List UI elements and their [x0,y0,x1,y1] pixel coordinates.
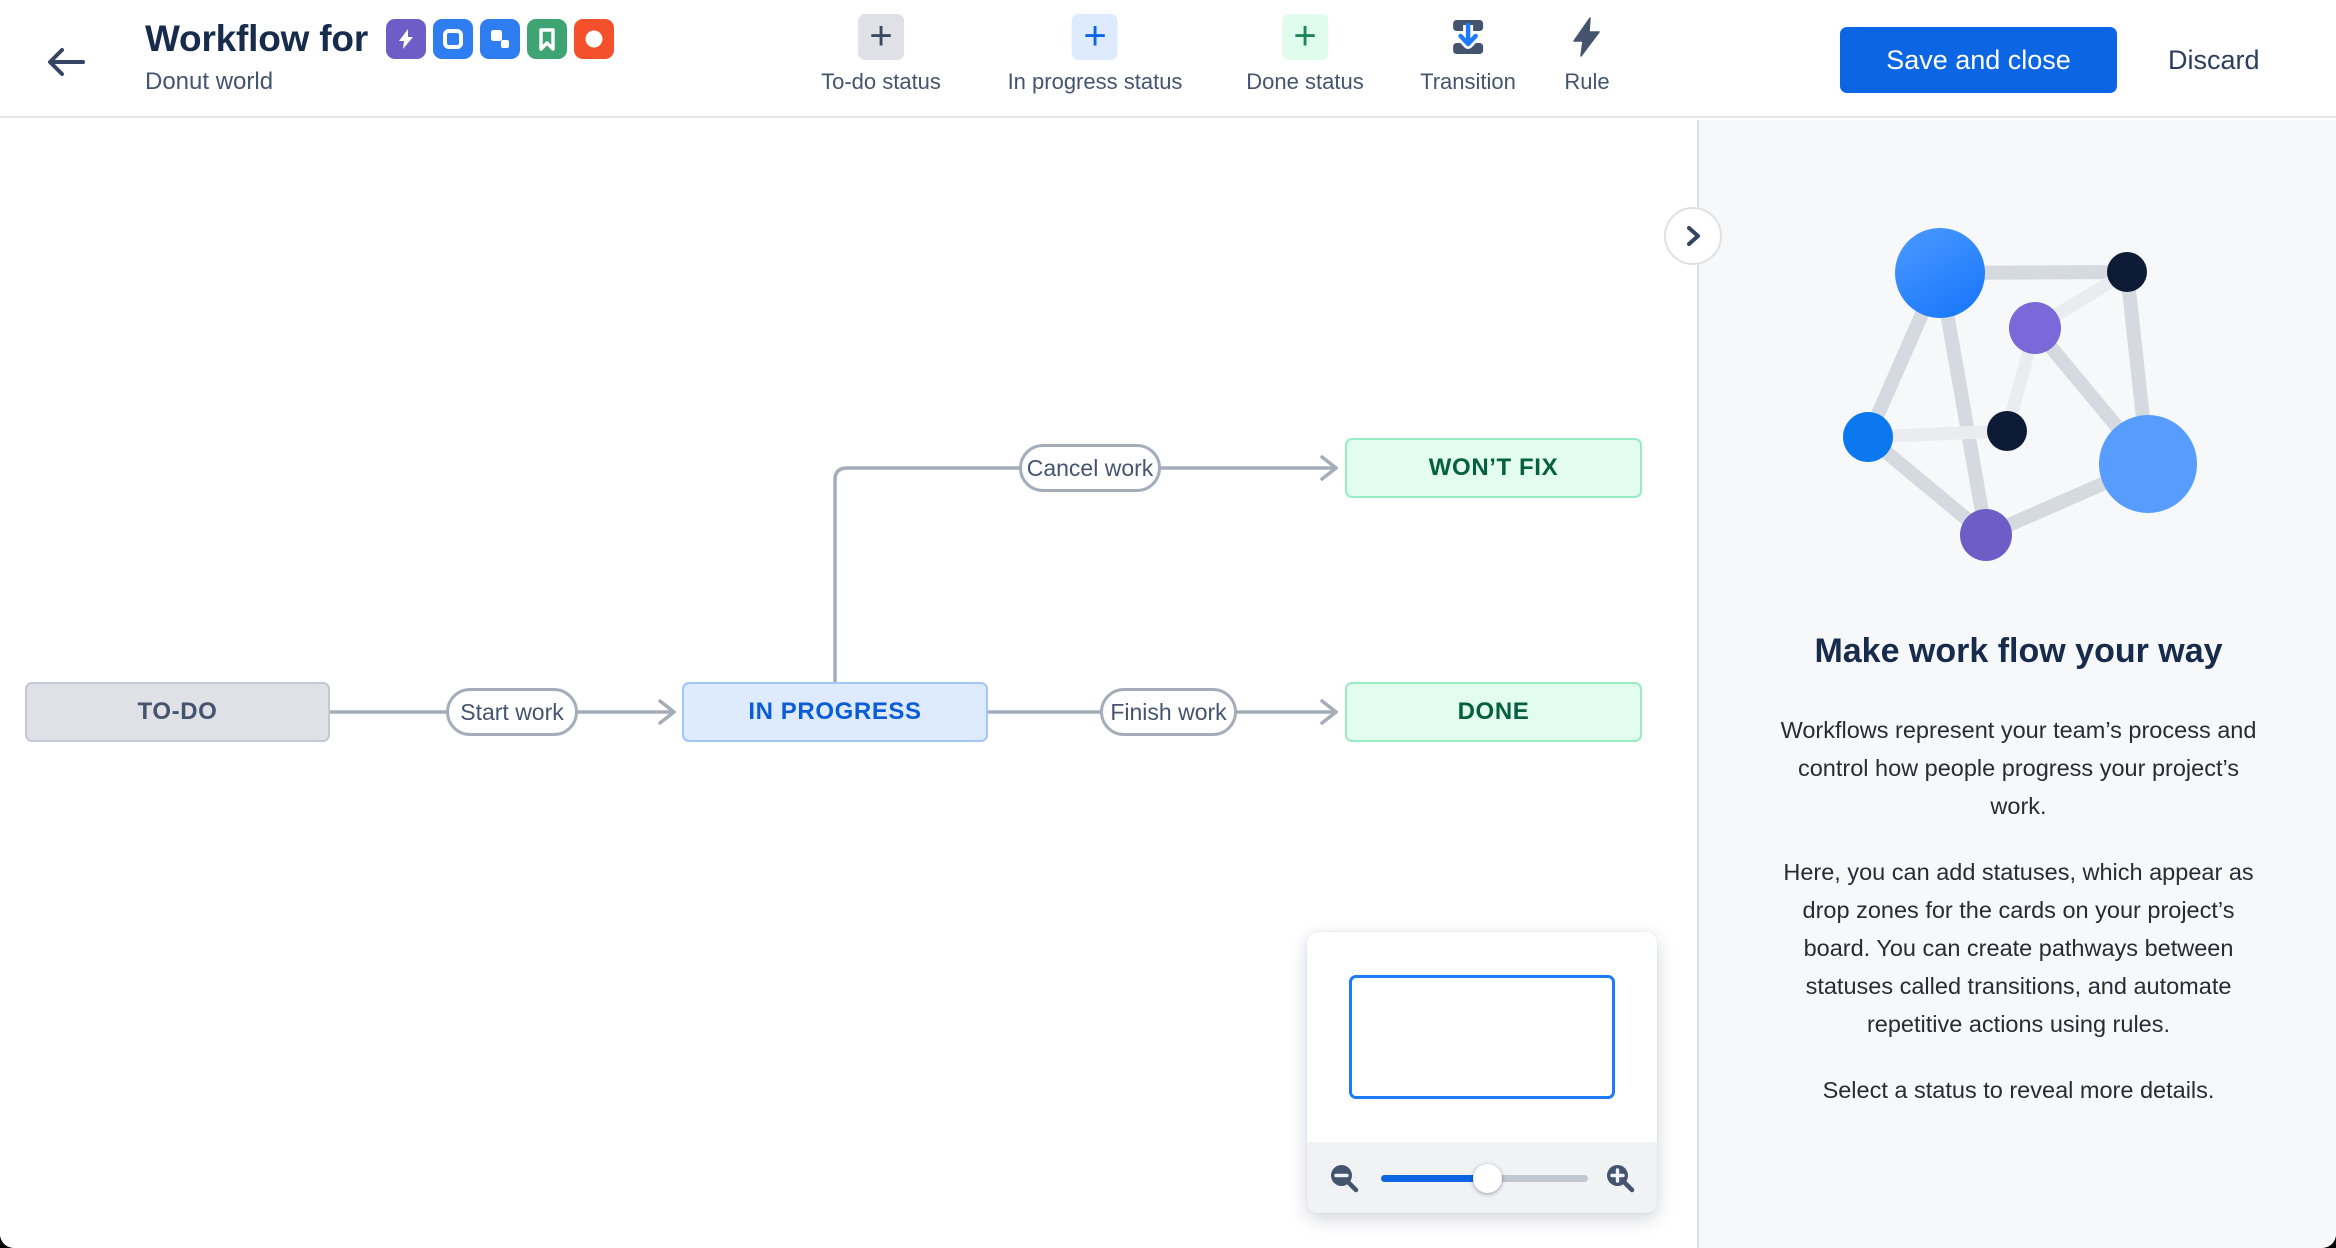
issue-type-icons [386,19,615,59]
status-node-wont-fix[interactable]: WON’T FIX [1345,438,1642,498]
task-icon [433,19,474,59]
discard-button[interactable]: Discard [2150,27,2278,93]
status-node-done[interactable]: DONE [1345,682,1642,742]
save-and-close-button[interactable]: Save and close [1840,27,2117,93]
bug-icon [574,19,615,59]
story-icon [527,19,568,59]
header-bar: Workflow for [0,0,2336,118]
add-rule-button[interactable]: Rule [1564,14,1610,95]
sidebar-paragraph: Here, you can add statuses, which appear… [1783,859,2254,1037]
back-arrow-icon [48,48,85,76]
rule-lightning-icon [1564,14,1610,60]
sidebar-paragraph: Select a status to reveal more details. [1822,1077,2215,1103]
info-sidebar: Make work flow your way Workflows repres… [1697,120,2336,1248]
network-graph-illustration [1843,228,2197,561]
bolt-icon [386,19,427,59]
main-area: TO-DO IN PROGRESS WON’T FIX DONE Start w… [0,120,2336,1248]
minimap-panel [1307,932,1657,1213]
back-button[interactable] [44,40,88,84]
subtask-icon [480,19,521,59]
workflow-connectors [328,455,1338,725]
chevron-right-icon [1687,226,1700,246]
zoom-slider-track[interactable] [1381,1164,1588,1193]
zoom-slider-fill [1381,1175,1487,1182]
sidebar-paragraph: Workflows represent your team’s process … [1780,717,2257,819]
add-inprogress-status-icon: + [1072,14,1118,60]
status-node-in-progress[interactable]: IN PROGRESS [682,682,988,742]
workflow-canvas[interactable]: TO-DO IN PROGRESS WON’T FIX DONE Start w… [0,120,1697,1248]
add-todo-status-icon: + [858,14,904,60]
sidebar-heading: Make work flow your way [1814,632,2223,670]
add-todo-status-button[interactable]: + To-do status [821,13,941,94]
zoom-in-button[interactable] [1605,1163,1635,1193]
transition-cancel-work[interactable]: Cancel work [1019,444,1161,492]
page-title: Workflow for [145,18,369,59]
add-done-status-button[interactable]: + Done status [1246,13,1364,94]
add-transition-button[interactable]: Transition [1420,14,1516,95]
sidebar-text-block: Make work flow your way Workflows repres… [1699,632,2336,1137]
sidebar-collapse-button[interactable] [1664,207,1722,265]
transition-start-work[interactable]: Start work [446,688,578,736]
title-block: Workflow for [145,18,615,96]
zoom-slider-thumb[interactable] [1473,1164,1502,1193]
minimap-viewport-rect[interactable] [1349,975,1615,1099]
status-node-todo[interactable]: TO-DO [25,682,330,742]
add-done-status-icon: + [1282,14,1328,60]
zoom-out-button[interactable] [1329,1163,1359,1193]
workflow-subtitle: Donut world [145,68,274,95]
transition-icon [1445,14,1491,60]
minimap-zoom-controls [1307,1142,1657,1213]
transition-finish-work[interactable]: Finish work [1100,688,1237,736]
add-inprogress-status-button[interactable]: + In progress status [1007,13,1183,94]
